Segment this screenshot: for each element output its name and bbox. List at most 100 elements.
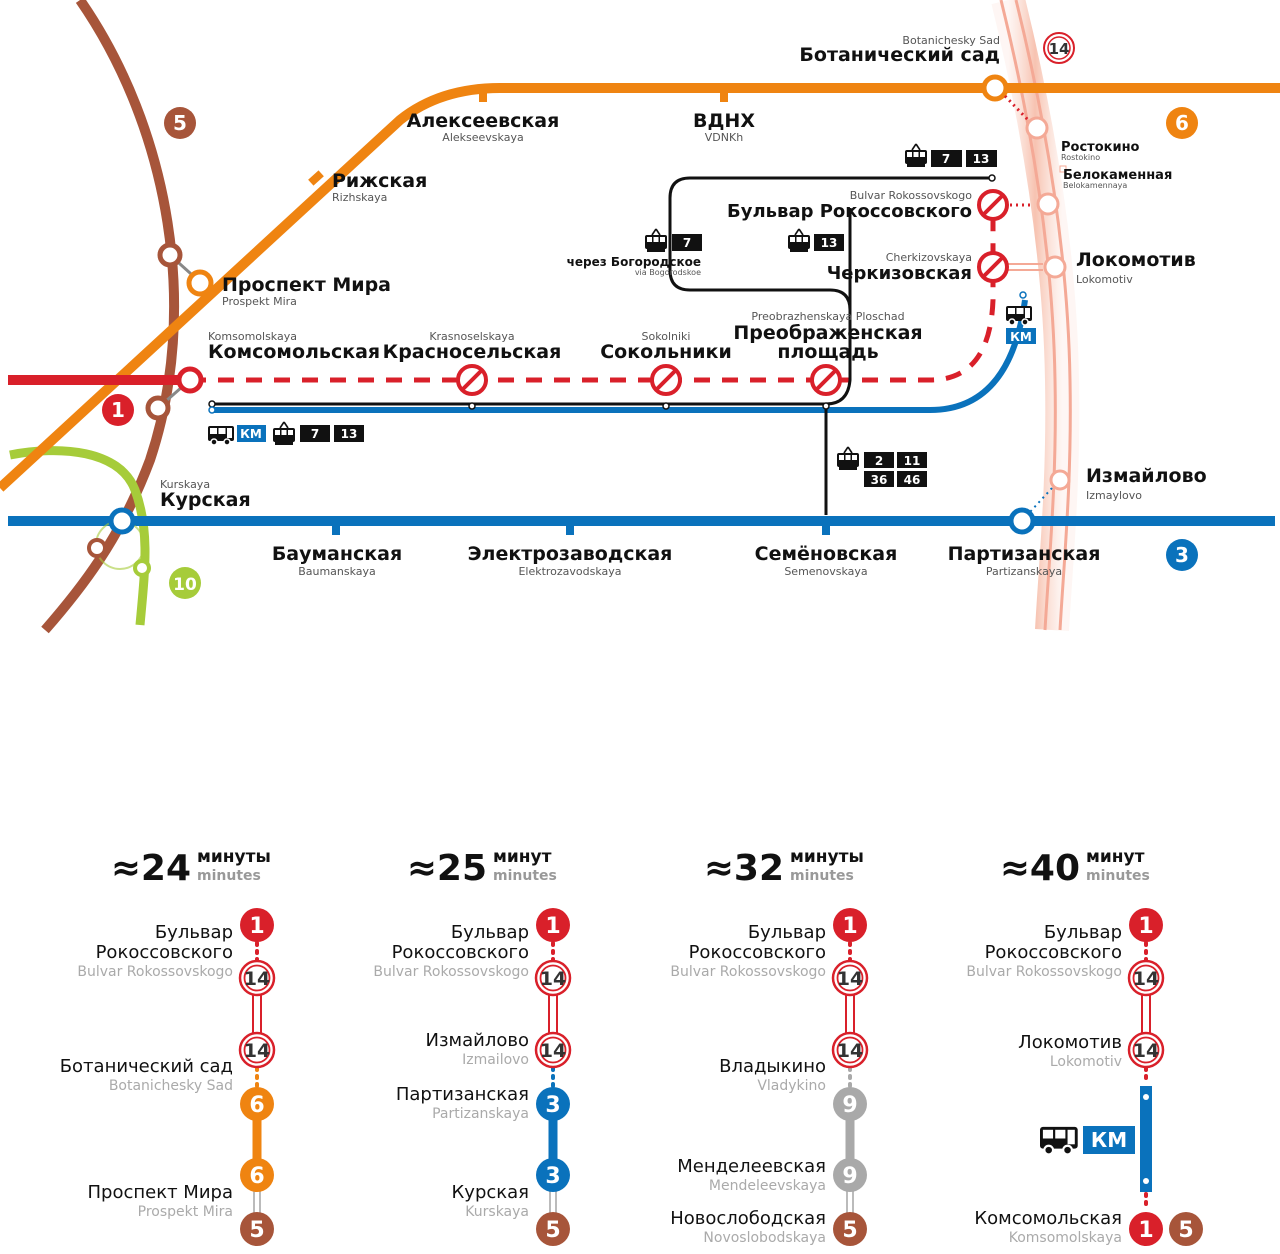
stop-name: Комсомольская — [974, 1208, 1122, 1229]
line-badge-14: 14 — [831, 1031, 869, 1069]
station-partizanskaya-dot[interactable] — [1008, 507, 1036, 535]
line-badge-14: 14 — [1127, 1031, 1165, 1069]
station-label-belokamennaya[interactable]: Белокаменная — [1063, 168, 1172, 183]
station-label-cherkizovskaya[interactable]: Черкизовская — [827, 263, 972, 284]
line-badge-14: 14 — [1043, 32, 1075, 64]
station-label-lokomotiv[interactable]: Локомотив — [1076, 249, 1196, 271]
svg-text:КМ: КМ — [240, 427, 262, 441]
stop-name-en: Komsomolskaya — [1009, 1230, 1122, 1246]
tick-rizhskaya — [308, 170, 324, 186]
stop-name-en: Mendeleevskaya — [709, 1178, 826, 1194]
line-badge-9: 9 — [833, 1087, 867, 1121]
station-label-lokomotiv-en: Lokomotiv — [1076, 273, 1133, 286]
station-label-elektrozavodskaya[interactable]: Электрозаводская — [468, 543, 673, 565]
tram-line-loop — [668, 176, 992, 311]
stop-name-en: Bulvar Rokossovskogo — [77, 964, 233, 980]
km-badge — [1083, 1126, 1135, 1154]
line-badge-5: 5 — [240, 1212, 274, 1246]
station-label-partizanskaya[interactable]: Партизанская — [948, 543, 1101, 565]
bus-stop-dot — [1143, 1178, 1149, 1184]
station-label-botanichesky-sad[interactable]: Ботанический сад — [799, 44, 1000, 66]
line-badge-1: 1 — [240, 908, 274, 942]
tram-route-mid: 13 — [787, 228, 844, 253]
station-label-semenovskaya-en: Semenovskaya — [784, 565, 867, 578]
station-izmaylovo-dot[interactable] — [1049, 469, 1071, 491]
line-5-ring — [41, 0, 179, 634]
closed-station-icon-cherkizovskaya — [977, 251, 1009, 283]
badge-circle — [240, 1158, 274, 1192]
line-badge-14: 14 — [238, 1031, 276, 1069]
badge-ring-inner — [243, 1036, 271, 1064]
station-label-prospekt-mira[interactable]: Проспект Мира — [222, 274, 391, 296]
tick-vdnh — [720, 88, 728, 102]
interchange-prospekt-mira[interactable] — [157, 242, 214, 297]
transport-routes-left: КМ 7 13 — [207, 421, 364, 446]
route-time: ≈25 — [407, 848, 487, 889]
station-label-komsomolskaya[interactable]: Комсомольская — [208, 341, 380, 363]
badge-circle — [1129, 908, 1163, 942]
stop-name: Локомотив — [1018, 1032, 1122, 1053]
badge-number: 1 — [545, 914, 560, 939]
stop-name: Владыкино — [719, 1056, 826, 1077]
route-unit-en: minutes — [493, 868, 557, 884]
tram-routes-top: 7 13 — [904, 143, 997, 168]
line-1-closed — [190, 205, 996, 383]
station-label-rostokino[interactable]: Ростокино — [1061, 140, 1140, 155]
stop-name-en: Kurskaya — [465, 1204, 529, 1220]
station-label-semenovskaya[interactable]: Семёновская — [755, 543, 898, 565]
line-badge-1: 1 — [102, 394, 134, 426]
badge-ring-inner — [1132, 1036, 1160, 1064]
badge-number: 5 — [249, 1218, 264, 1243]
station-label-sokolniki[interactable]: Сокольники — [600, 341, 732, 363]
station-belokamennaya-dot[interactable] — [1036, 192, 1060, 216]
badge-circle — [536, 1212, 570, 1246]
badge-circle — [833, 1087, 867, 1121]
station-label-rizhskaya[interactable]: Рижская — [332, 170, 427, 192]
badge-number: 14 — [837, 1040, 863, 1062]
route-time: ≈40 — [1000, 848, 1080, 889]
line-badge-5: 5 — [833, 1212, 867, 1246]
station-label-krasnoselskaya[interactable]: Красносельская — [383, 341, 562, 363]
badge-number: 5 — [842, 1218, 857, 1243]
badge-number: 14 — [244, 968, 270, 990]
station-label-partizanskaya-en: Partizanskaya — [986, 565, 1062, 578]
svg-text:11: 11 — [904, 454, 921, 468]
stop-name: Бульвар — [155, 922, 233, 943]
svg-text:46: 46 — [904, 473, 921, 487]
interchange-botanichesky-sad[interactable] — [981, 74, 1032, 124]
station-lokomotiv-dot[interactable] — [1043, 255, 1067, 279]
stop-name: Проспект Мира — [88, 1182, 233, 1203]
station-label-izmaylovo[interactable]: Измайлово — [1086, 465, 1207, 487]
station-label-alekseevskaya[interactable]: Алексеевская — [407, 110, 560, 132]
badge-number: 14 — [837, 968, 863, 990]
station-rostokino-dot[interactable] — [1025, 116, 1049, 140]
svg-text:КМ: КМ — [1010, 330, 1032, 344]
station-label-preobrazhenskaya-2[interactable]: площадь — [777, 341, 878, 363]
stop-name-en: Bulvar Rokossovskogo — [373, 964, 529, 980]
svg-text:14: 14 — [1049, 40, 1070, 58]
station-label-bulvar-rokossovskogo[interactable]: Бульвар Рокоссовского — [727, 201, 972, 222]
badge-circle — [833, 1158, 867, 1192]
station-label-baumanskaya[interactable]: Бауманская — [272, 543, 402, 565]
station-label-botanichesky-sad-en: Botanichesky Sad — [902, 34, 1000, 47]
closed-station-icon-bulvar-rokossovskogo — [977, 189, 1009, 221]
stop-name: Бульвар — [748, 922, 826, 943]
station-label-kurskaya[interactable]: Курская — [160, 489, 251, 511]
badge-number: 14 — [1133, 968, 1159, 990]
station-label-preobrazhenskaya-1[interactable]: Преображенская — [733, 322, 922, 344]
stop-name: Измайлово — [426, 1030, 529, 1051]
badge-number: 1 — [1138, 914, 1153, 939]
station-label-vdnh[interactable]: ВДНХ — [693, 110, 755, 132]
badge-number: 9 — [842, 1093, 857, 1118]
interchange-komsomolskaya[interactable] — [145, 366, 204, 421]
interchange-kurskaya[interactable] — [87, 507, 151, 577]
badge-circle — [833, 1212, 867, 1246]
svg-text:13: 13 — [341, 427, 358, 441]
stop-name: Рокоссовского — [392, 942, 529, 963]
line-badge-5: 5 — [164, 107, 196, 139]
badge-number: 14 — [540, 1040, 566, 1062]
